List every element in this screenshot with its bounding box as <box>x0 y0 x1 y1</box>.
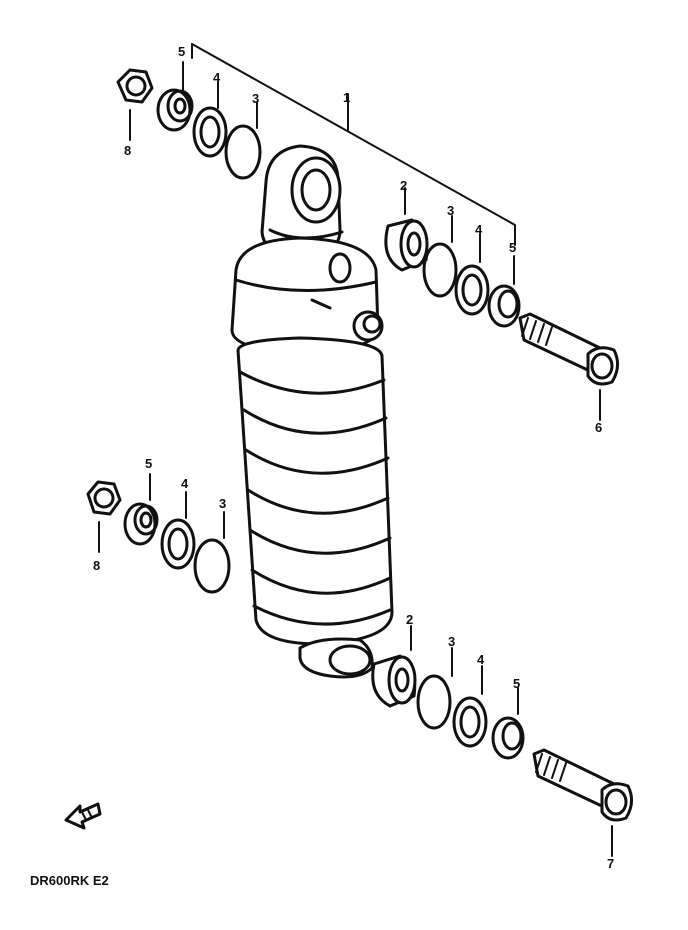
bottom-right-spacer <box>491 687 525 760</box>
top-nut <box>116 68 154 141</box>
bottom-right-bushing <box>371 625 417 708</box>
top-right-washer <box>454 233 490 316</box>
callout-1: 1 <box>343 90 350 105</box>
callout-3-top-right: 3 <box>447 203 454 218</box>
callout-5-top-left: 5 <box>178 44 185 59</box>
bottom-left-washer <box>160 491 196 570</box>
callout-5-bottom-left: 5 <box>145 456 152 471</box>
callout-4-bottom-left: 4 <box>181 476 189 491</box>
callout-8-top: 8 <box>124 143 131 158</box>
callout-3-top-left: 3 <box>252 91 259 106</box>
callout-2-bottom: 2 <box>406 612 413 627</box>
top-left-ring <box>224 101 262 180</box>
shock-upper-body <box>230 236 384 354</box>
callout-2-top: 2 <box>400 178 407 193</box>
callout-4-top-right: 4 <box>475 222 483 237</box>
bottom-right-ring <box>416 647 453 730</box>
coil-spring <box>236 336 394 646</box>
callout-5-top-right: 5 <box>509 240 516 255</box>
callout-3-bottom-left: 3 <box>219 496 226 511</box>
top-right-bushing <box>384 187 429 272</box>
callout-7: 7 <box>607 856 614 871</box>
shock-bottom-eye <box>298 637 374 679</box>
diagram-code: DR600RK E2 <box>30 873 109 888</box>
bottom-nut <box>86 480 122 553</box>
assembly-bracket-1 <box>191 43 516 246</box>
bottom-left-ring <box>193 511 231 594</box>
top-right-spacer <box>487 255 521 328</box>
top-left-washer <box>192 81 228 158</box>
callout-6: 6 <box>595 420 602 435</box>
bottom-right-washer <box>452 665 488 748</box>
callout-4-bottom-right: 4 <box>477 652 485 667</box>
top-right-ring <box>422 215 458 298</box>
callout-4-top-left: 4 <box>213 70 221 85</box>
front-direction-arrow-icon <box>64 802 102 830</box>
callout-3-bottom-right: 3 <box>448 634 455 649</box>
top-bolt <box>518 312 619 421</box>
top-left-spacer <box>156 61 194 132</box>
callout-5-bottom-right: 5 <box>513 676 520 691</box>
bottom-bolt <box>532 748 633 857</box>
bottom-left-spacer <box>123 473 159 546</box>
callout-8-bottom: 8 <box>93 558 100 573</box>
